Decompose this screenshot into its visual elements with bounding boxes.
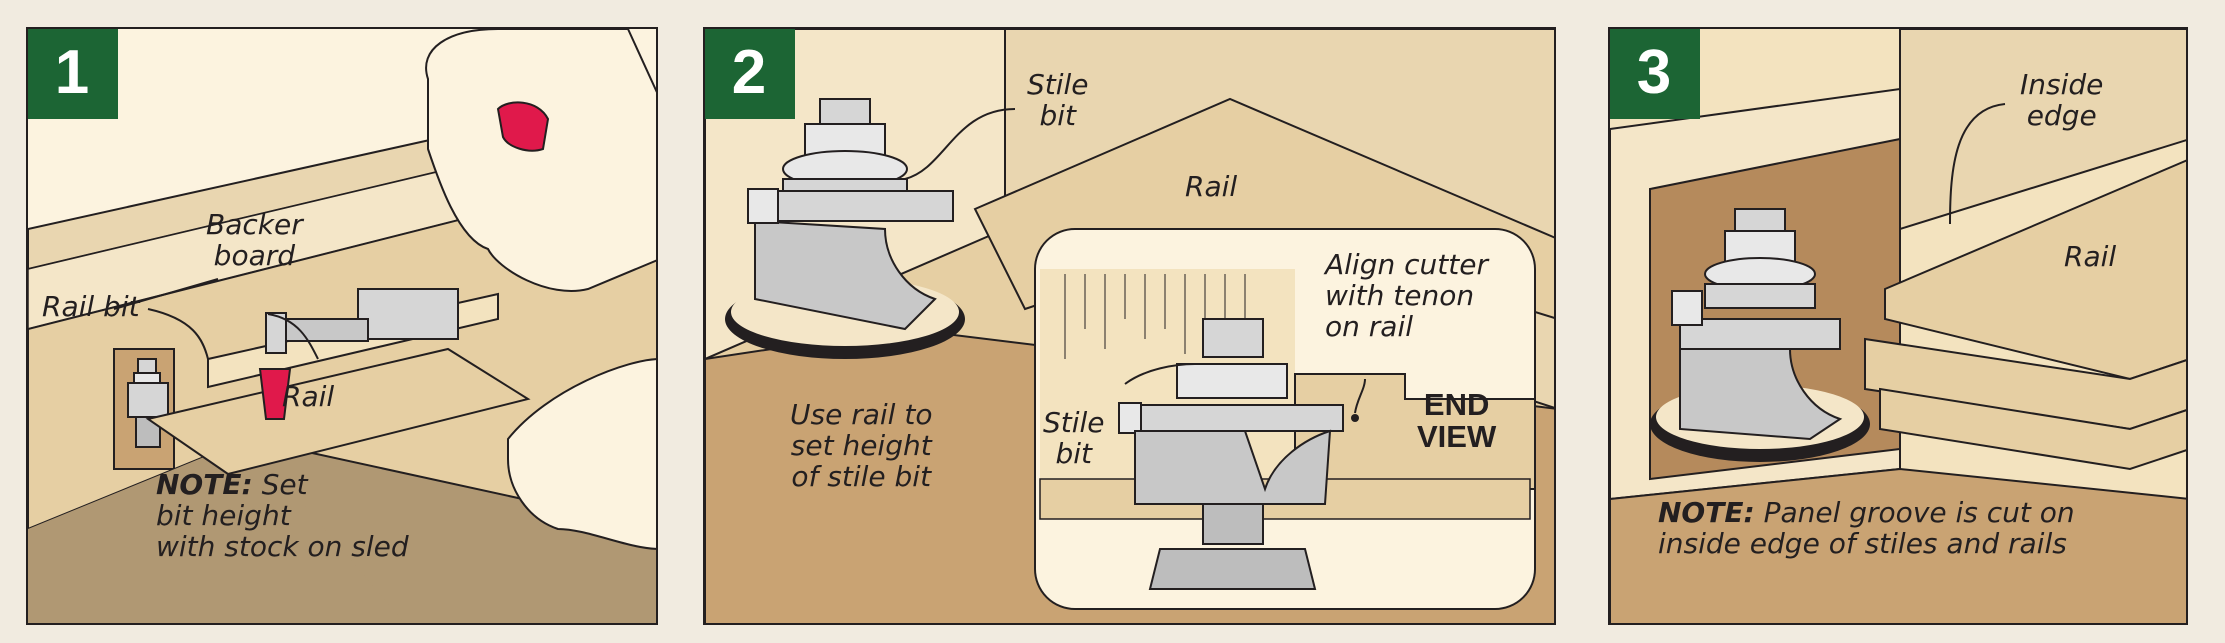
rail-bit-label: Rail bit [42,290,140,323]
rail-label: Rail [1185,170,1238,203]
step-number-badge: 1 [28,29,118,119]
stile-bit-inset-label: Stile bit [1043,406,1105,470]
rail-label: Rail [2064,240,2117,273]
backer-board-label: Backer board [206,208,303,272]
panel-3-illustration [1610,29,2186,623]
panel-2-illustration [705,29,1554,623]
panel-2: 2 Stile bit Rail Align cutter with tenon… [703,27,1556,625]
note-prefix: NOTE: [1658,496,1755,529]
end-view-label: END VIEW [1417,387,1497,454]
router-bit-icon [1671,208,1843,441]
panel-1: 1 Backer board Rail bit Rail NOTE: Set b… [26,27,658,625]
rail-stock-icon [1864,159,2186,471]
stile-bit-label: Stile bit [1027,68,1089,132]
panel-3: 3 Inside edge Rail NOTE: Panel groove is… [1608,27,2188,625]
use-rail-label: Use rail to set height of stile bit [790,398,933,493]
step-number-badge: 2 [705,29,795,119]
end-view-inset [1034,228,1536,610]
note-text: NOTE: Set bit height with stock on sled [156,469,409,562]
rail-label: Rail [282,380,335,413]
align-cutter-label: Align cutter with tenon on rail [1325,248,1488,343]
note-body: Panel groove is cut on inside edge of st… [1658,496,2075,560]
note-prefix: NOTE: [156,468,253,501]
note-text: NOTE: Panel groove is cut on inside edge… [1658,497,2075,559]
stile-bit-icon [747,98,954,331]
note-body: Set bit height with stock on sled [156,468,409,563]
panel-1-illustration [28,29,656,623]
toggle-clamp-icon [258,288,459,420]
step-number-badge: 3 [1610,29,1700,119]
hand-icon [425,29,656,550]
inside-edge-label: Inside edge [2020,68,2104,132]
